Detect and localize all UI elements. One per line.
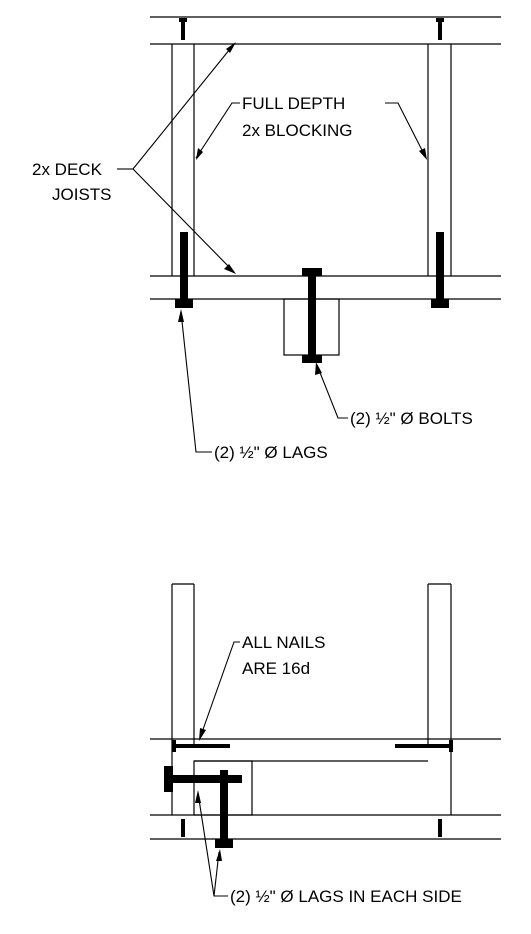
right-deck-joist bbox=[427, 44, 452, 276]
through-bolt bbox=[302, 268, 322, 363]
lag-horizontal bbox=[164, 766, 242, 792]
nail-right-section bbox=[395, 740, 453, 752]
label-lags: (2) ½" Ø LAGS bbox=[214, 443, 328, 462]
top-plan-detail: FULL DEPTH 2x BLOCKING 2x DECK JOISTS (2… bbox=[32, 16, 501, 462]
label-deck: 2x DECK bbox=[32, 160, 103, 179]
bottom-section-detail: ALL NAILS ARE 16d (2) ½" Ø LAGS IN EACH … bbox=[150, 583, 501, 906]
label-joists: JOISTS bbox=[52, 185, 112, 204]
ledger-section bbox=[150, 814, 501, 840]
top-rim-nail-right bbox=[436, 18, 444, 40]
label-bolts: (2) ½" Ø BOLTS bbox=[350, 409, 473, 428]
label-lags-each-side: (2) ½" Ø LAGS IN EACH SIDE bbox=[230, 887, 462, 906]
label-all-nails: ALL NAILS bbox=[242, 633, 325, 652]
ledger-nail-end-right bbox=[438, 819, 442, 837]
nails-leader bbox=[199, 641, 240, 741]
lag-screw-right bbox=[431, 232, 449, 308]
nail-left-section bbox=[172, 740, 230, 752]
top-rim-board bbox=[150, 16, 501, 45]
right-joist-section bbox=[427, 583, 452, 815]
lag-vertical bbox=[215, 770, 233, 848]
ledger-board bbox=[150, 275, 501, 300]
bolts-leader bbox=[315, 362, 348, 419]
lags-each-side-leader bbox=[195, 790, 228, 897]
lag-screw-left bbox=[175, 232, 193, 308]
joists-leader bbox=[117, 42, 236, 274]
ledger-nail-end-left bbox=[181, 819, 185, 837]
top-rim-nail-left bbox=[179, 18, 187, 40]
label-blocking: 2x BLOCKING bbox=[242, 121, 353, 140]
blocking-leader bbox=[195, 102, 427, 160]
left-deck-joist bbox=[171, 44, 195, 276]
lags-leader bbox=[178, 309, 212, 453]
label-full-depth: FULL DEPTH bbox=[242, 94, 345, 113]
label-are-16d: ARE 16d bbox=[242, 659, 310, 678]
